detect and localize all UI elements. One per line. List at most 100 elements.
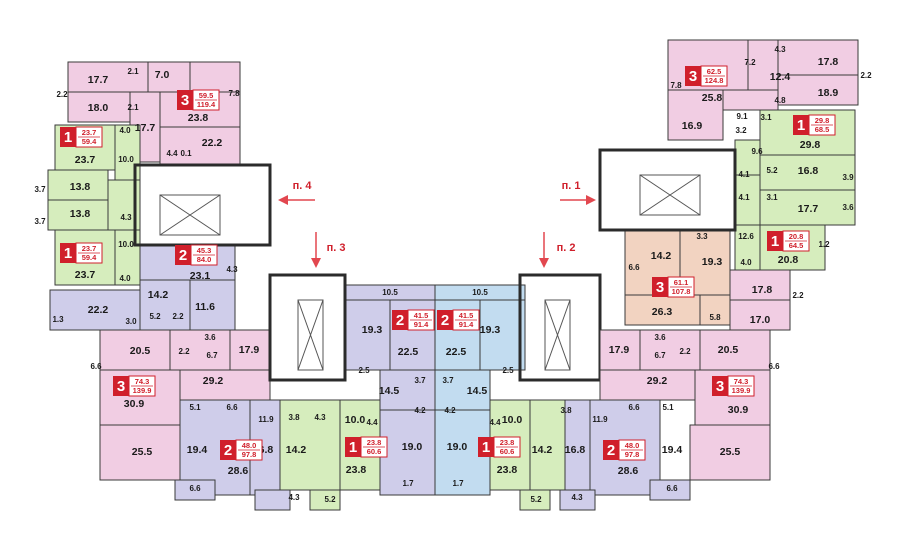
room-area-label: 19.4 [187,444,208,456]
apartment-living-area: 48.0 [242,441,257,450]
apartment-total-area: 97.8 [242,450,257,459]
apartment-rooms: 1 [797,117,805,134]
apartment-rooms: 2 [441,312,449,329]
apartment-total-area: 97.8 [625,450,640,459]
room-area-label: 3.8 [560,406,572,415]
apartment-living-area: 23.7 [82,128,97,137]
room-area-label: 0.1 [180,149,192,158]
room [729,269,791,301]
room [309,489,341,511]
room-area-label: 4.0 [119,274,131,283]
room-area-label: 5.8 [709,313,721,322]
room-area-labels: 17.7 7.0 2.1 2.2 7.8 18.0 2.1 17.7 23.8 … [34,45,872,504]
room-area-label: 3.7 [34,185,46,194]
room-area-label: 29.2 [647,375,668,387]
apartment-living-area: 74.3 [734,377,749,386]
room-area-label: 5.2 [766,166,778,175]
room-area-label: 20.8 [778,254,799,266]
apartment-rooms: 2 [607,442,615,459]
room-area-label: 2.2 [860,71,872,80]
room-area-label: 3.9 [842,173,854,182]
room-area-label: 22.5 [398,346,419,358]
apartment-rooms: 3 [181,92,189,109]
room-area-label: 25.8 [702,92,723,104]
apartment-living-area: 62.5 [707,67,722,76]
room [747,39,779,91]
room [189,61,241,93]
room [159,126,241,166]
room-area-label: 3.1 [760,113,772,122]
room-area-label: 4.8 [774,96,786,105]
apartment-total-area: 119.4 [197,100,216,109]
room [589,399,661,496]
room-area-label: 14.2 [651,250,672,262]
room-area-label: 5.2 [324,495,336,504]
room-area-label: 6.6 [666,484,678,493]
apartment-total-area: 139.9 [732,386,751,395]
room-area-label: 4.4 [366,418,378,427]
room-area-label: 14.2 [148,289,169,301]
room-area-label: 10.0 [118,155,134,164]
entrance-label: п. 1 [562,180,581,192]
room-area-label: 4.2 [444,406,456,415]
apartment-total-area: 60.6 [500,447,515,456]
room [67,61,149,93]
room [599,329,641,371]
stair-core [598,148,737,232]
room-area-label: 4.1 [738,170,750,179]
room-area-label: 2.2 [178,347,190,356]
room [564,399,591,496]
room-area-label: 13.8 [70,208,91,220]
room-area-label: 2.1 [127,67,139,76]
room-area-label: 1.7 [402,479,414,488]
room [689,424,771,481]
entrance-label: п. 2 [557,242,576,254]
stair-core [518,273,602,382]
apartment-rooms: 2 [224,442,232,459]
room-area-label: 6.7 [654,351,666,360]
room-area-label: 17.8 [818,56,839,68]
room [777,39,859,76]
apartment-rooms: 2 [179,247,187,264]
apartment-rooms: 3 [117,378,125,395]
apartment-badge: 1 20.8 64.5 [767,230,810,252]
room-area-label: 19.3 [362,324,383,336]
room-area-label: 23.7 [75,154,96,166]
room [729,299,791,331]
room-area-label: 18.9 [818,87,839,99]
room-area-label: 14.5 [379,385,400,397]
room-area-label: 30.9 [728,404,749,416]
apartment-total-area: 59.4 [82,253,97,262]
room-area-label: 3.6 [654,333,666,342]
room-area-label: 6.6 [90,362,102,371]
room-area-label: 4.3 [226,265,238,274]
room-area-label: 20.5 [130,345,151,357]
room [559,489,596,511]
room-area-label: 16.9 [682,120,703,132]
right-upper-wing [598,39,859,331]
room [722,89,779,111]
room-area-label: 19.3 [480,324,501,336]
room-area-label: 6.7 [206,351,218,360]
room-area-label: 17.7 [798,203,819,215]
room-area-label: 12.6 [738,232,754,241]
apartment-total-area: 91.4 [459,320,474,329]
apartment-living-area: 41.5 [414,311,429,320]
room-area-label: 1.3 [52,315,64,324]
apartment-rooms: 3 [716,378,724,395]
room-area-label: 25.5 [720,446,741,458]
room-area-label: 2.2 [792,291,804,300]
room-area-label: 2.2 [56,90,68,99]
room [759,189,856,226]
room [99,329,171,371]
apartment-badge: 3 59.5 119.4 [177,89,220,111]
room-area-label: 3.3 [696,232,708,241]
room-area-label: 3.6 [204,333,216,342]
room-area-label: 10.0 [118,240,134,249]
room-area-label: 17.7 [88,74,109,86]
room-area-label: 17.9 [609,344,630,356]
apartment-rooms: 1 [482,439,490,456]
room-area-label: 5.2 [530,495,542,504]
room [179,369,271,401]
apartment-badge: 1 23.7 59.4 [60,242,103,264]
